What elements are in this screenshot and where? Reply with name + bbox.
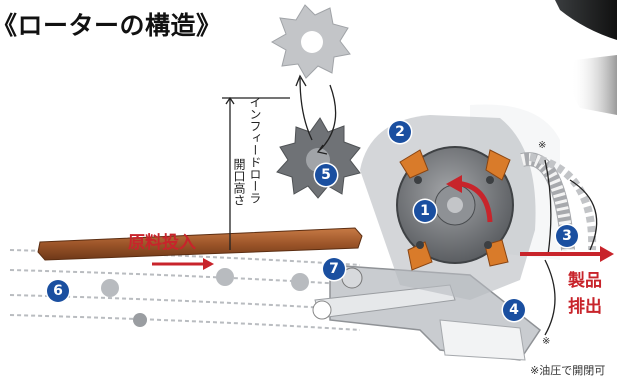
infeed-roller-label: インフィードローラ: [248, 96, 262, 204]
rotor-knives: [399, 149, 511, 271]
badge-7: 7: [323, 258, 345, 280]
badge-6: 6: [47, 280, 69, 302]
badge-1: 1: [414, 200, 436, 222]
badge-3: 3: [556, 225, 578, 247]
infeed-roller-bottom: [276, 117, 361, 199]
product-output-label-line1: 製品: [568, 271, 602, 291]
badge-4: 4: [503, 299, 525, 321]
material-input-label: 原料投入: [128, 233, 196, 253]
asterisk-top: ※: [538, 140, 547, 151]
asterisk-bottom: ※: [542, 336, 551, 347]
wood-log: [37, 227, 363, 261]
infeed-roller-top: [270, 4, 351, 79]
opening-height-dimension: [222, 96, 290, 250]
product-output-label-line2: 排出: [568, 297, 602, 317]
page-title: 《ローターの構造》: [0, 11, 222, 40]
footnote: ※油圧で開閉可: [530, 364, 606, 377]
badge-5: 5: [315, 164, 337, 186]
decor-gray-shape: [571, 55, 617, 115]
decor-black-shape: [555, 0, 617, 40]
conveyor-sprockets: [101, 268, 309, 327]
badge-2: 2: [389, 121, 411, 143]
opening-height-label: 開口高さ: [232, 158, 246, 206]
